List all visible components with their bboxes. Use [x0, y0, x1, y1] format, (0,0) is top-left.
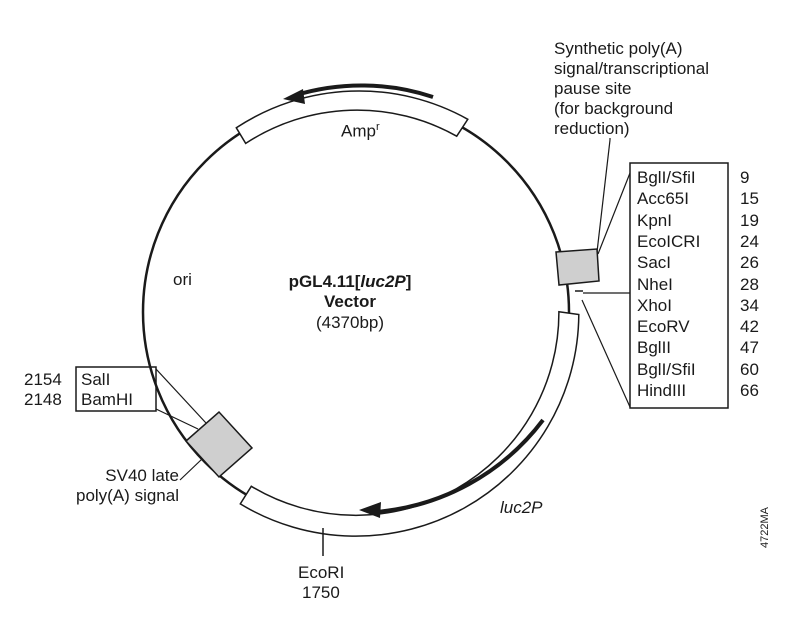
- amp-gene-band: [235, 90, 469, 145]
- mcs-site-name: EcoICRI: [637, 231, 701, 251]
- mcs-site-position: 60: [740, 359, 759, 379]
- amp-arrowhead: [283, 89, 305, 104]
- synthetic-polya-label-line5: reduction): [554, 119, 630, 138]
- mcs-site-position: 26: [740, 253, 759, 273]
- mcs-site-position: 42: [740, 317, 759, 337]
- luc2p-gene-band: [239, 310, 580, 537]
- ori-label: ori: [173, 270, 192, 289]
- amp-label-text: Amp: [341, 121, 376, 141]
- mcs-site-name: BglI/SfiI: [637, 168, 696, 187]
- vector-title: pGL4.11[luc2P] Vector (4370bp): [240, 272, 460, 334]
- amp-label: Ampr: [341, 117, 380, 142]
- mcs-site-name: NheI: [637, 274, 673, 294]
- synthetic-polya-label-line1: Synthetic poly(A): [554, 39, 683, 58]
- mcs-site-position: 34: [740, 295, 759, 315]
- mcs-site-position: 9: [740, 168, 750, 187]
- ecori-position: 1750: [302, 583, 340, 602]
- amp-arrow-shaft: [295, 83, 434, 99]
- vector-name-prefix: pGL4.11[: [288, 272, 361, 291]
- mcs-site-name: Acc65I: [637, 189, 689, 209]
- amp-label-superscript: r: [375, 121, 380, 133]
- sali-bamhi-leader-1: [155, 368, 207, 424]
- mcs-site-name: BglII: [637, 338, 672, 358]
- mcs-site-position: 66: [740, 381, 759, 400]
- sv40-label-line1: SV40 late: [105, 466, 179, 485]
- vector-size: (4370bp): [315, 313, 385, 332]
- figure-code: 4722MA: [759, 507, 771, 548]
- mcs-site-name: XhoI: [637, 295, 672, 315]
- mcs-site-position: 19: [740, 210, 759, 230]
- sali-bamhi-box: [75, 366, 157, 412]
- vector-name-suffix: ]: [405, 272, 412, 291]
- synthetic-polya-label-line2: signal/transcriptional: [554, 59, 709, 78]
- mcs-site-position: 15: [740, 189, 759, 209]
- sv40-label-line2: poly(A) signal: [76, 486, 179, 505]
- vector-word: Vector: [324, 292, 376, 311]
- vector-name: pGL4.11[luc2P]: [240, 272, 460, 292]
- sv40-polya-box: [184, 410, 254, 479]
- synthetic-polya-box: [555, 248, 600, 286]
- mcs-leader-bottom: [581, 299, 631, 408]
- sali-bamhi-leader-2: [155, 408, 199, 430]
- luc2p-label: luc2P: [500, 498, 543, 517]
- sali-position: 2154: [24, 370, 62, 389]
- mcs-site-name: SacI: [637, 253, 672, 273]
- vector-name-gene: luc2P: [360, 272, 406, 291]
- sv40-leader: [179, 458, 203, 481]
- synthetic-polya-label-line4: (for background: [554, 99, 674, 118]
- mcs-site-position: 28: [740, 274, 759, 294]
- mcs-site-position: 24: [740, 231, 759, 251]
- synthetic-polya-leader: [596, 139, 611, 253]
- mcs-site-name: HindIII: [637, 381, 687, 400]
- mcs-leader-top: [597, 172, 631, 255]
- luc2p-arrowhead: [359, 502, 381, 518]
- mcs-box: [629, 162, 729, 409]
- sali-name: SalI: [81, 370, 111, 389]
- mcs-site-name: KpnI: [637, 210, 672, 230]
- synthetic-polya-label-line3: pause site: [554, 79, 632, 98]
- ecori-label: EcoRI: [298, 563, 345, 582]
- mcs-site-name: BglI/SfiI: [637, 359, 696, 379]
- mcs-site-name: EcoRV: [637, 317, 690, 337]
- mcs-site-position: 47: [740, 338, 759, 358]
- bamhi-position: 2148: [24, 390, 62, 409]
- bamhi-name: BamHI: [81, 390, 133, 409]
- luc2p-arrow-shaft: [374, 418, 545, 514]
